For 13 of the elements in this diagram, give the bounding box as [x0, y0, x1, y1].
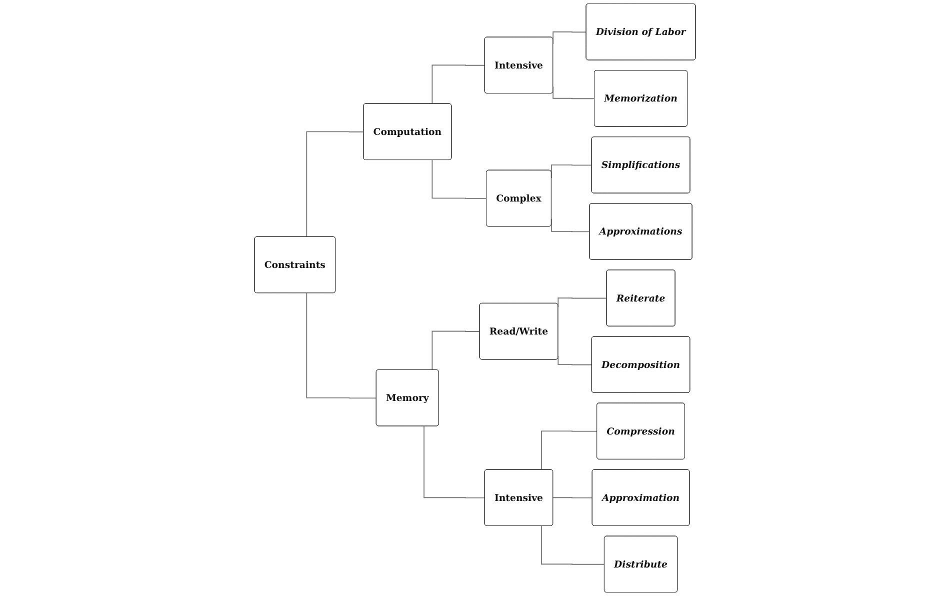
connector — [432, 330, 480, 370]
connector — [552, 31, 587, 45]
connector — [432, 160, 487, 199]
connector — [552, 86, 595, 100]
connector — [424, 426, 486, 498]
connector — [306, 131, 364, 238]
connector — [540, 430, 598, 470]
connector — [432, 64, 486, 104]
connector — [558, 298, 608, 308]
connector — [552, 497, 593, 498]
connector — [558, 356, 592, 366]
connector — [540, 525, 605, 565]
connector — [306, 292, 377, 398]
